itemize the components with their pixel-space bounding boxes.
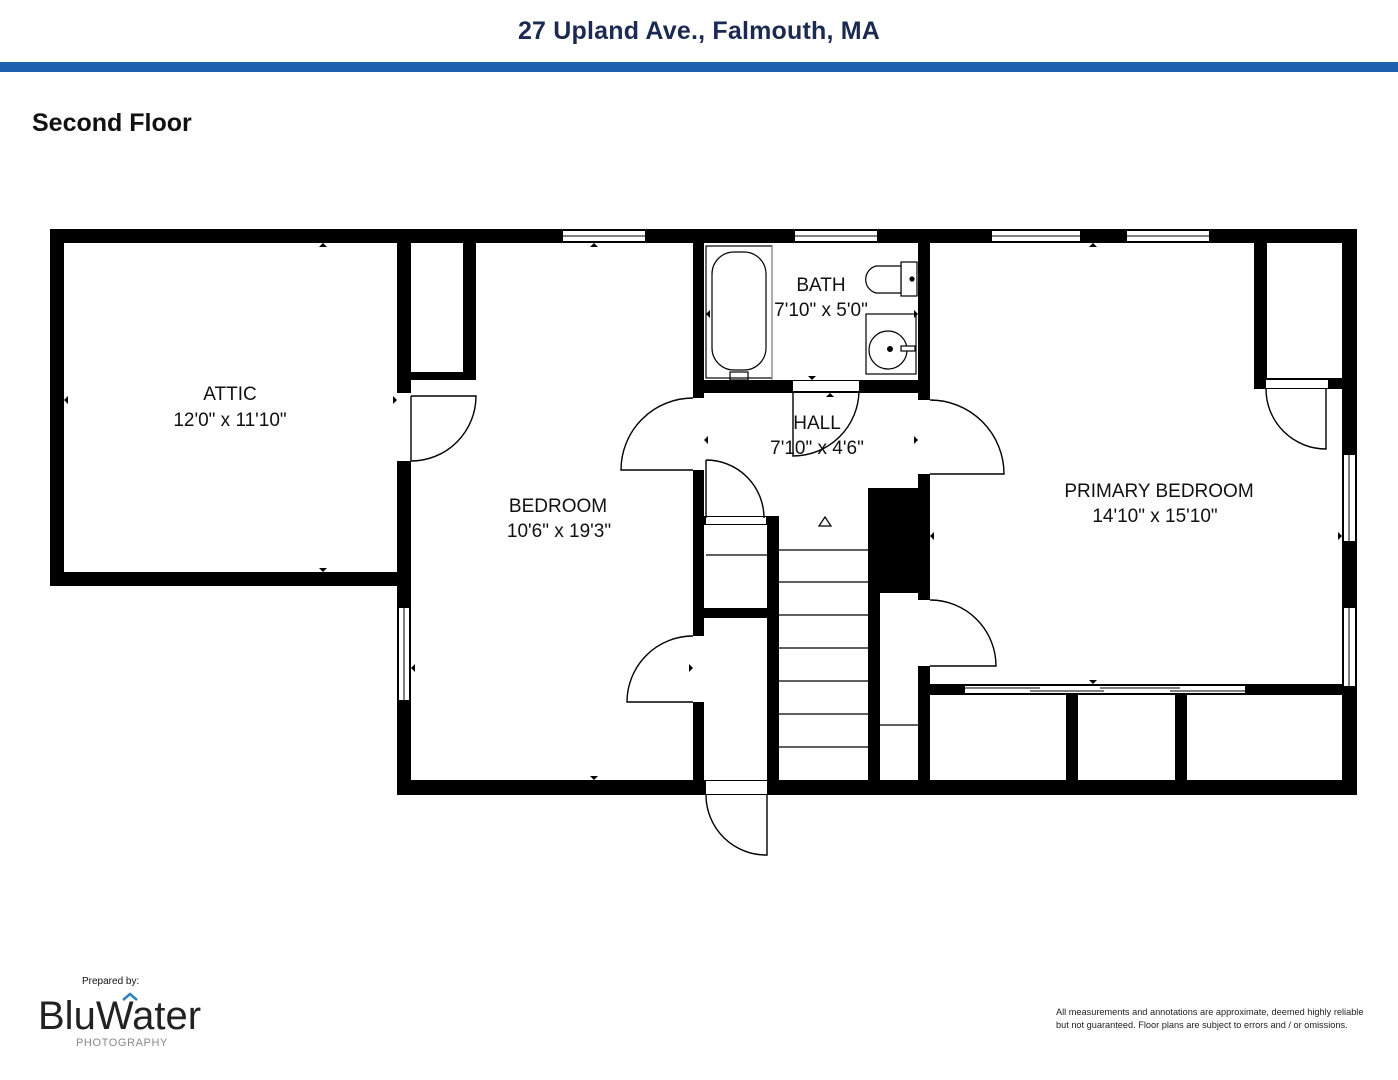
bluwater-logo: BluWater PHOTOGRAPHY bbox=[38, 992, 201, 1049]
branding: Prepared by: BluWater PHOTOGRAPHY bbox=[38, 976, 228, 1056]
header-rule bbox=[0, 62, 1398, 72]
bedroom-dimensions: 10'6" x 19'3" bbox=[507, 521, 611, 542]
floor-title: Second Floor bbox=[32, 109, 192, 137]
dimension-ticks bbox=[64, 243, 1342, 780]
bath-dimensions: 7'10" x 5'0" bbox=[774, 300, 868, 321]
attic-name: ATTIC bbox=[203, 384, 256, 405]
hall-dimensions: 7'10" x 4'6" bbox=[770, 438, 864, 459]
bath-fixtures bbox=[705, 245, 918, 381]
logo-subtitle: PHOTOGRAPHY bbox=[76, 1037, 168, 1049]
attic-dimensions: 12'0" x 11'10" bbox=[173, 410, 286, 431]
logo-wordmark: BluWater bbox=[38, 994, 201, 1038]
disclaimer: All measurements and annotations are app… bbox=[1056, 1007, 1364, 1030]
roof-chevron-icon bbox=[122, 992, 138, 1001]
bedroom-name: BEDROOM bbox=[509, 496, 607, 517]
primary-bedroom-name: PRIMARY BEDROOM bbox=[1064, 481, 1253, 502]
primary-bedroom-dimensions: 14'10" x 15'10" bbox=[1092, 506, 1217, 527]
window-lines bbox=[403, 235, 1350, 700]
header: 27 Upland Ave., Falmouth, MA bbox=[0, 0, 1398, 62]
page-title: 27 Upland Ave., Falmouth, MA bbox=[517, 16, 881, 45]
hall-name: HALL bbox=[793, 413, 841, 434]
bath-name: BATH bbox=[796, 275, 845, 296]
stairs bbox=[706, 515, 918, 748]
door-swings bbox=[410, 388, 1327, 856]
prepared-by-label: Prepared by: bbox=[82, 976, 140, 987]
